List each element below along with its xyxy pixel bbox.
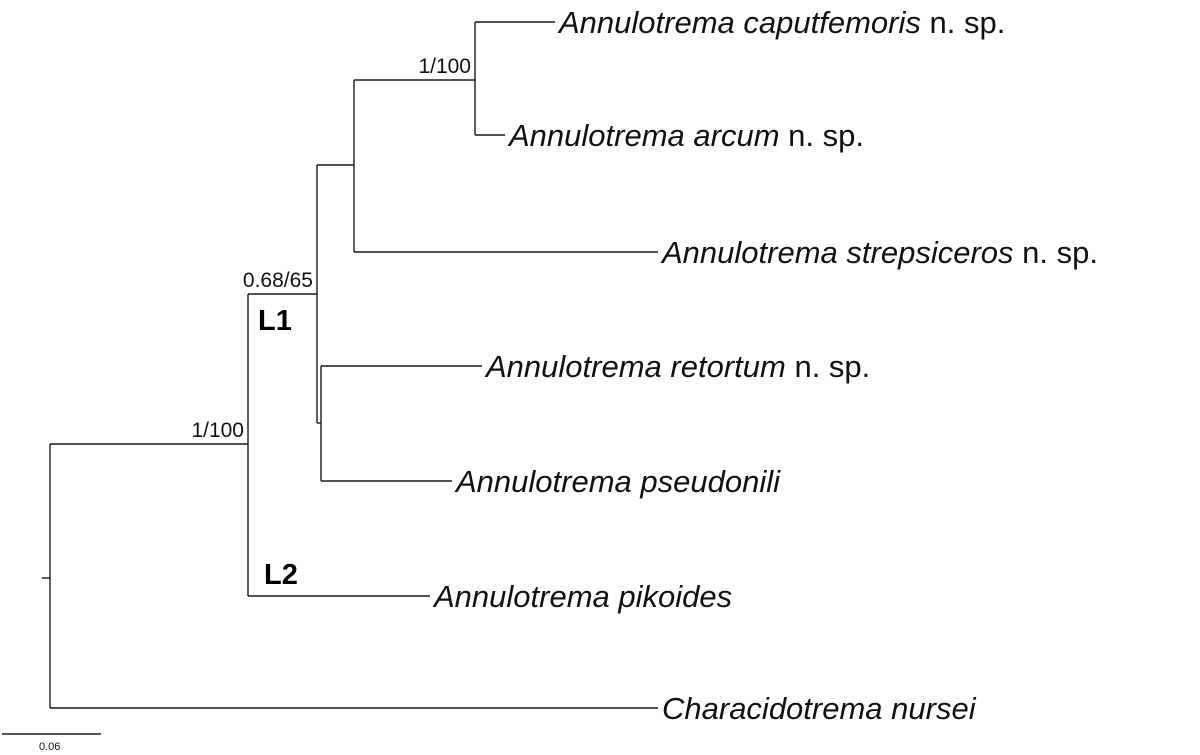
tip-annulotrema-pseudonili: Annulotrema pseudonili bbox=[454, 464, 781, 499]
tip-annulotrema-retortum: Annulotrema retortum n. sp. bbox=[484, 349, 870, 384]
support-l1-node: 0.68/65 bbox=[243, 269, 313, 292]
lineage-label-l1: L1 bbox=[258, 305, 292, 337]
support-caputfemoris-arcum: 1/100 bbox=[418, 55, 471, 78]
tip-annulotrema-caputfemoris: Annulotrema caputfemoris n. sp. bbox=[557, 5, 1005, 40]
scale-bar-label: 0.06 bbox=[39, 741, 60, 753]
lineage-label-l2: L2 bbox=[264, 559, 298, 591]
tip-annulotrema-arcum: Annulotrema arcum n. sp. bbox=[507, 118, 864, 153]
tip-annulotrema-strepsiceros: Annulotrema strepsiceros n. sp. bbox=[660, 235, 1098, 270]
tip-characidotrema-nursei: Characidotrema nursei bbox=[662, 691, 977, 726]
tip-annulotrema-pikoides: Annulotrema pikoides bbox=[432, 579, 732, 614]
support-annulotrema-node: 1/100 bbox=[191, 419, 244, 442]
